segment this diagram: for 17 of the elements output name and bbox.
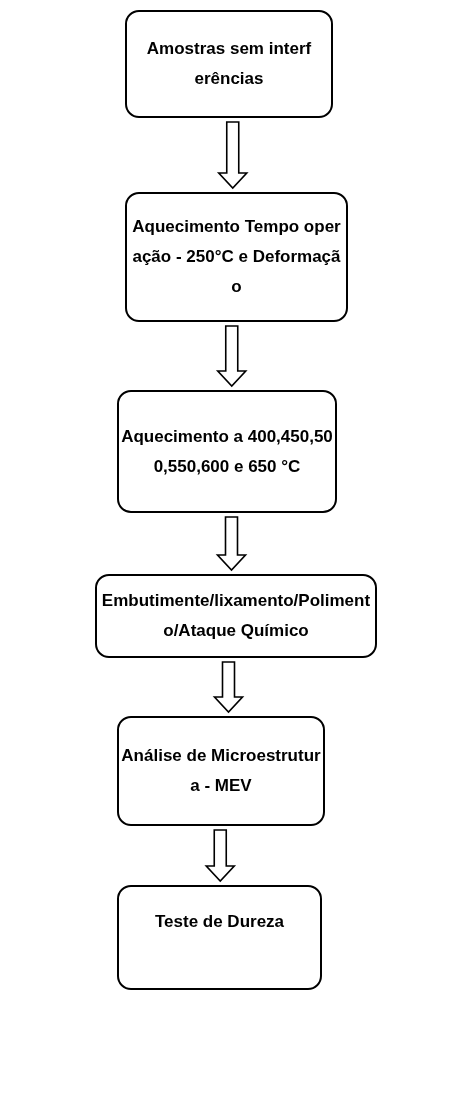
hollow-arrow	[216, 121, 249, 190]
hollow-arrow	[212, 661, 245, 714]
step-text: Embutimente/lixamento/Polimento/Ataque Químico	[100, 590, 372, 642]
step-text: Teste de Dureza	[154, 911, 285, 933]
hollow-arrow	[215, 325, 248, 388]
hollow-arrow	[204, 829, 237, 883]
process-box	[117, 885, 322, 990]
hollow-arrow	[215, 516, 248, 572]
step-text: Aquecimento a 400,450,500,550,600 e 650 °C	[120, 425, 334, 478]
step-text: Amostras sem interferências	[145, 38, 313, 90]
process-box	[117, 716, 325, 826]
process-box	[117, 390, 337, 513]
process-box	[95, 574, 377, 658]
process-box	[125, 192, 348, 322]
step-text: Análise de Microestrutura - MEV	[121, 745, 321, 797]
process-box	[125, 10, 333, 118]
step-text: Aquecimento Tempo operação - 250°C e Deformação	[131, 216, 342, 298]
